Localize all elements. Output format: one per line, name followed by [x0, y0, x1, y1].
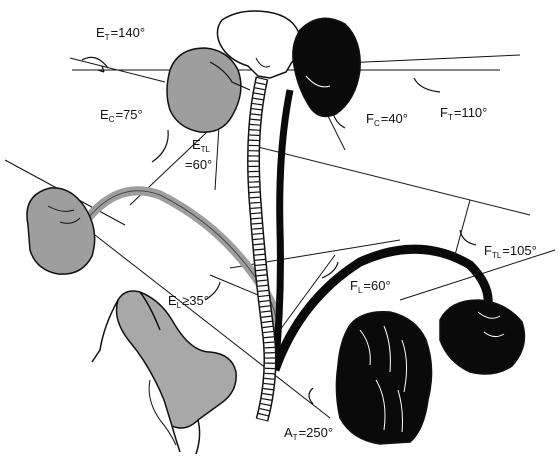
label-fl: FL=60°	[350, 279, 391, 295]
label-ftl-letter: F	[484, 243, 492, 258]
label-el-letter: E	[168, 293, 177, 308]
label-et-value: =140°	[111, 25, 145, 40]
et-arrowhead	[98, 66, 104, 72]
extension-skull-icon	[167, 48, 241, 132]
label-ec: EC=75°	[100, 108, 143, 124]
label-ft: FT=110°	[440, 106, 487, 122]
label-et: ET=140°	[96, 26, 145, 42]
label-el-value: ≥35°	[182, 293, 209, 308]
ftl-arc	[460, 230, 476, 245]
label-at-letter: A	[284, 425, 293, 440]
label-fc-sub: C	[374, 119, 380, 128]
ftl-upper-ray	[250, 145, 530, 215]
label-ft-letter: F	[440, 105, 448, 120]
label-el-sub: L	[177, 301, 181, 310]
label-at: AT=250°	[284, 426, 333, 442]
curled-black-head-icon	[440, 300, 524, 374]
label-fl-letter: F	[350, 278, 358, 293]
crouching-figure	[336, 312, 431, 444]
label-at-value: =250°	[299, 425, 333, 440]
label-fc: FC=40°	[366, 112, 408, 128]
ftl-tick	[455, 200, 470, 255]
curled-black-figure	[440, 300, 524, 374]
label-el: EL≥35°	[168, 294, 209, 310]
label-etl-letter: E	[192, 137, 201, 152]
label-et-sub: T	[105, 33, 110, 42]
label-fc-letter: F	[366, 111, 374, 126]
label-at-sub: T	[293, 433, 298, 442]
flexion-spine-upper	[275, 90, 290, 370]
backbend-leg-left	[92, 300, 118, 362]
curled-gray-figure	[27, 188, 95, 274]
label-ft-value: =110°	[454, 105, 488, 120]
crouching-body-icon	[336, 312, 431, 444]
label-ftl-value: =105°	[502, 243, 536, 258]
label-ec-value: =75°	[115, 107, 142, 122]
label-fl-value: =60°	[363, 278, 390, 293]
label-ec-sub: C	[109, 115, 115, 124]
flexion-skull-icon	[293, 18, 360, 116]
neutral-spine-column	[254, 78, 270, 420]
label-etl-value: =60°	[185, 157, 212, 172]
ec-arc	[152, 130, 168, 162]
backbend-torso-icon	[117, 291, 237, 428]
label-fc-value: =40°	[381, 111, 408, 126]
label-ftl: FTL=105°	[484, 244, 537, 260]
label-et-letter: E	[96, 25, 105, 40]
label-fl-sub: L	[358, 286, 362, 295]
label-ft-sub: T	[448, 113, 453, 122]
label-etl: ETL=60°	[192, 138, 220, 167]
label-ec-letter: E	[100, 107, 109, 122]
label-etl-sub: TL	[201, 145, 210, 154]
flexion-head-figure	[293, 18, 360, 116]
backbend-figure	[92, 291, 236, 454]
ft-arc	[414, 78, 440, 92]
curled-gray-head-icon	[27, 188, 95, 274]
label-ftl-sub: TL	[492, 251, 501, 260]
